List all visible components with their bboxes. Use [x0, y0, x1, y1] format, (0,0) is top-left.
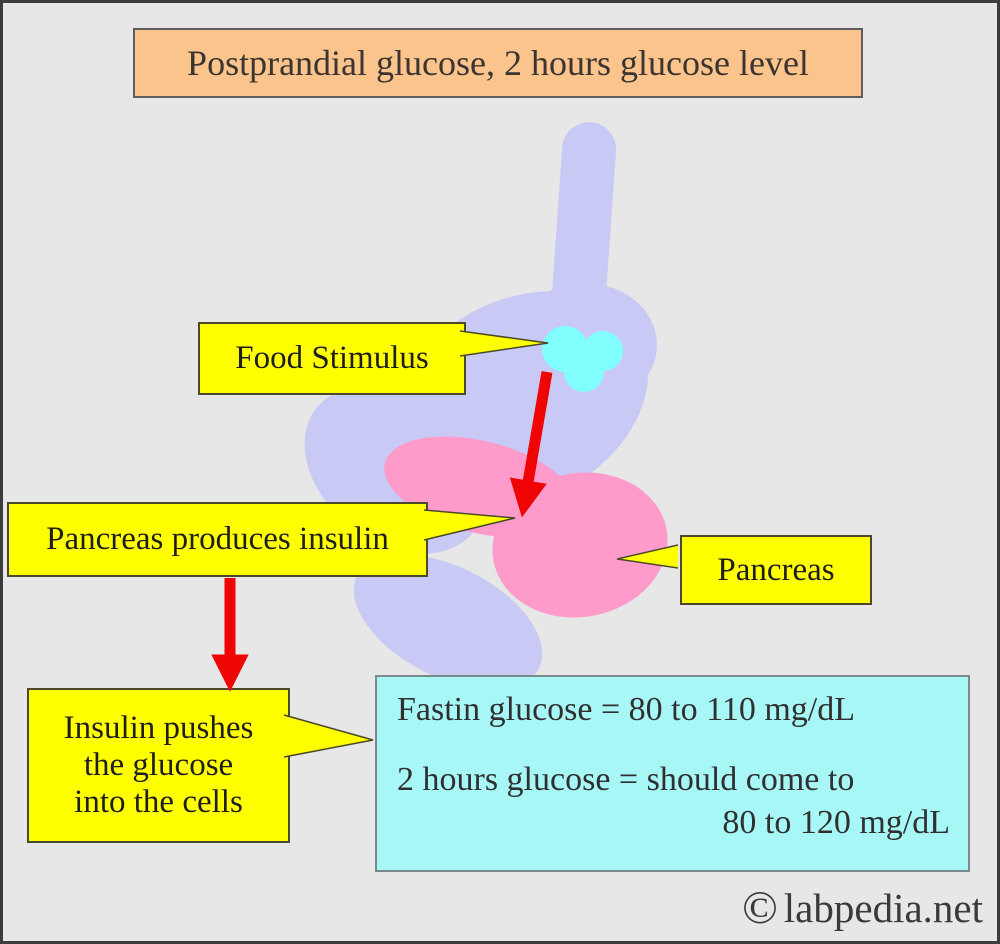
- food-bolus-circle: [564, 352, 604, 392]
- callout-pancreas-label: Pancreas: [717, 551, 835, 588]
- callout-food-stimulus: Food Stimulus: [198, 322, 466, 395]
- two-hour-glucose-value: 80 to 120 mg/dL: [722, 804, 950, 841]
- callout-pancreas-produces-insulin-label: Pancreas produces insulin: [46, 521, 389, 557]
- glucose-values-box: Fastin glucose = 80 to 110 mg/dL 2 hours…: [375, 675, 970, 872]
- page-title: Postprandial glucose, 2 hours glucose le…: [187, 43, 809, 83]
- title-banner: Postprandial glucose, 2 hours glucose le…: [133, 28, 863, 98]
- watermark-site-label: labpedia.net: [783, 884, 983, 931]
- callout-food-stimulus-label: Food Stimulus: [235, 340, 429, 376]
- callout-insulin-line-2: the glucose: [83, 746, 234, 783]
- callout-pancreas: Pancreas: [680, 535, 872, 605]
- copyright-icon: ©: [742, 881, 778, 934]
- callout-pancreas-produces-insulin: Pancreas produces insulin: [7, 502, 428, 577]
- two-hour-glucose-label: 2 hours glucose = should come to: [397, 761, 855, 798]
- watermark: © labpedia.net: [705, 882, 983, 934]
- fasting-glucose-value: Fastin glucose = 80 to 110 mg/dL: [397, 691, 856, 728]
- callout-insulin-pushes: Insulin pushes the glucose into the cell…: [27, 688, 290, 843]
- callout-insulin-line-3: into the cells: [74, 784, 243, 821]
- duodenum-shape: [353, 554, 543, 690]
- food-bolus-icon: [542, 326, 623, 392]
- esophagus-shape: [551, 122, 617, 322]
- stomach-shape: [304, 122, 657, 690]
- callout-insulin-line-1: Insulin pushes: [63, 709, 254, 746]
